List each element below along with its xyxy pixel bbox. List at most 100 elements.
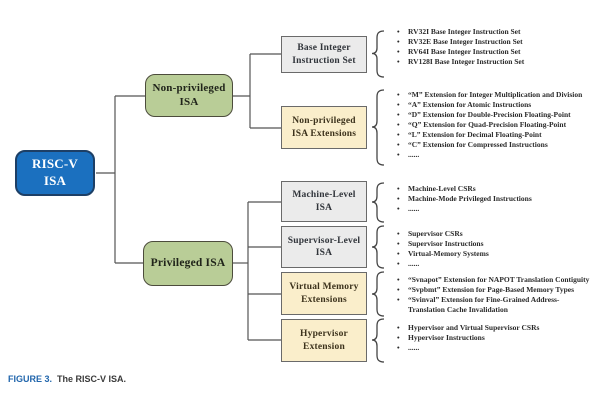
list-item-text: RV128I Base Integer Instruction Set [408, 57, 525, 66]
bullet-icon: • [397, 57, 400, 66]
list-item-text: Supervisor Instructions [408, 239, 484, 248]
list-item-text: Machine-Level CSRs [408, 184, 476, 193]
bullet-icon: • [397, 140, 400, 149]
bullet-icon: • [397, 275, 400, 284]
bullet-icon: • [397, 184, 400, 193]
list-item-text: “Q” Extension for Quad-Precision Floatin… [408, 120, 567, 129]
list-item: •“A” Extension for Atomic Instructions [397, 100, 595, 110]
bullet-icon: • [397, 100, 400, 109]
list-item-text: “Svpbmt” Extension for Page-Based Memory… [408, 285, 575, 294]
list-nonpriv-extensions: • “M” Extension for Integer Multiplicatio… [397, 90, 595, 160]
list-item-text: Hypervisor and Virtual Supervisor CSRs [408, 323, 540, 332]
list-item-text: Hypervisor Instructions [408, 333, 485, 342]
list-item: • Supervisor CSRs [397, 229, 595, 239]
node-label-line: ISA [315, 248, 333, 258]
node-supervisor-level-isa: Supervisor-Level ISA [281, 226, 367, 268]
list-item: • “Svpbmt” Extension for Page-Based Memor… [397, 285, 595, 295]
list-item: • RV32E Base Integer Instruction Set [397, 37, 595, 47]
node-label-line: Non-privileged [292, 116, 356, 127]
list-item-text: ...... [408, 259, 420, 268]
node-label-line: Extension [303, 341, 345, 352]
list-item: •RV64I Base Integer Instruction Set [397, 47, 595, 57]
list-item-text: Virtual-Memory Systems [408, 249, 489, 258]
brace-vmem [371, 271, 385, 317]
list-item-text: “C” Extension for Compressed Instruction… [408, 140, 548, 149]
figure-caption-text: The RISC-V ISA. [57, 374, 127, 384]
list-item-text: ...... [408, 150, 420, 159]
list-machine-level: • Machine-Level CSRs • Machine-Mode Privil… [397, 184, 595, 214]
node-label-line: Virtual Memory [289, 282, 359, 293]
bullet-icon: • [397, 37, 400, 46]
node-label-line: Base Integer [297, 43, 351, 54]
node-label-line: Extensions [301, 294, 347, 305]
list-item: • Machine-Mode Privileged Instructions [397, 194, 595, 204]
list-item: • “C” Extension for Compressed Instructio… [397, 140, 595, 150]
node-risc-v-isa: RISC-V ISA [15, 150, 95, 196]
bullet-icon: • [397, 285, 400, 294]
node-label-line: Hypervisor [300, 329, 348, 340]
node-label-line: Machine-Level [292, 190, 356, 201]
list-item-text: Supervisor CSRs [408, 229, 463, 238]
list-item: • “Svnapot” Extension for NAPOT Translati… [397, 275, 595, 285]
brace-nonpriv-ext [371, 89, 385, 166]
bullet-icon: • [397, 90, 400, 99]
node-privileged-isa: Privileged ISA [143, 241, 233, 286]
list-item-text: “D” Extension for Double-Precision Float… [408, 110, 571, 119]
bullet-icon: • [397, 194, 400, 203]
list-item-text: “Svinval” Extension for Fine-Grained Add… [408, 295, 560, 314]
node-hypervisor-extension: Hypervisor Extension [281, 319, 367, 362]
bullet-icon: • [397, 249, 400, 258]
figure-caption: FIGURE 3. The RISC-V ISA. [8, 374, 126, 384]
node-label-line: RISC-V [32, 156, 78, 172]
node-virtual-memory-extensions: Virtual Memory Extensions [281, 272, 367, 315]
bullet-icon: • [397, 239, 400, 248]
list-virtual-memory: • “Svnapot” Extension for NAPOT Translati… [397, 275, 595, 315]
list-item: •Hypervisor Instructions [397, 333, 595, 343]
list-item: • “D” Extension for Double-Precision Floa… [397, 110, 595, 120]
tree-connectors [96, 53, 281, 341]
list-item: •...... [397, 259, 595, 269]
brace-machine [371, 182, 385, 223]
node-label-line: Non-privileged [152, 81, 226, 94]
bullet-icon: • [397, 110, 400, 119]
list-base-integer: • RV32I Base Integer Instruction Set • RV3… [397, 27, 595, 67]
node-label-line: ISA [315, 202, 333, 213]
list-item: • “L” Extension for Decimal Floating-Poin… [397, 130, 595, 140]
list-item-text: RV32I Base Integer Instruction Set [408, 27, 521, 36]
bullet-icon: • [397, 204, 400, 213]
bullet-icon: • [397, 120, 400, 129]
list-item: • RV128I Base Integer Instruction Set [397, 57, 595, 67]
list-hypervisor: •Hypervisor and Virtual Supervisor CSRs … [397, 323, 595, 353]
node-label-line: Supervisor-Level [287, 235, 361, 246]
list-item: •...... [397, 150, 595, 160]
node-label-line: Privileged ISA [150, 257, 226, 270]
node-label-line: ISA [179, 95, 199, 108]
list-item: •“Svinval” Extension for Fine-Grained Ad… [397, 295, 595, 315]
list-item: •...... [397, 343, 595, 353]
node-label-line: ISA Extensions [291, 128, 357, 139]
list-item: • “Q” Extension for Quad-Precision Floati… [397, 120, 595, 130]
list-item-text: “M” Extension for Integer Multiplication… [408, 90, 583, 99]
brace-base-integer [371, 30, 385, 78]
list-item-text: “Svnapot” Extension for NAPOT Translatio… [408, 275, 590, 284]
list-item: • “M” Extension for Integer Multiplicatio… [397, 90, 595, 100]
figure-caption-label: FIGURE 3. [8, 374, 53, 384]
braces [371, 30, 385, 363]
node-machine-level-isa: Machine-Level ISA [281, 181, 367, 222]
list-supervisor-level: • Supervisor CSRs • Supervisor Instruction… [397, 229, 595, 269]
node-base-integer-instruction-set: Base Integer Instruction Set [281, 36, 367, 73]
list-item-text: Machine-Mode Privileged Instructions [408, 194, 532, 203]
bullet-icon: • [397, 130, 400, 139]
list-item: •...... [397, 204, 595, 214]
node-label-line: Instruction Set [292, 55, 356, 66]
brace-hypervisor [371, 318, 385, 363]
list-item-text: RV32E Base Integer Instruction Set [408, 37, 523, 46]
list-item-text: “L” Extension for Decimal Floating-Point [408, 130, 542, 139]
node-non-privileged-isa: Non-privileged ISA [145, 74, 233, 117]
list-item: • Virtual-Memory Systems [397, 249, 595, 259]
bullet-icon: • [397, 259, 400, 268]
brace-supervisor [371, 225, 385, 269]
bullet-icon: • [397, 229, 400, 238]
bullet-icon: • [397, 47, 400, 56]
